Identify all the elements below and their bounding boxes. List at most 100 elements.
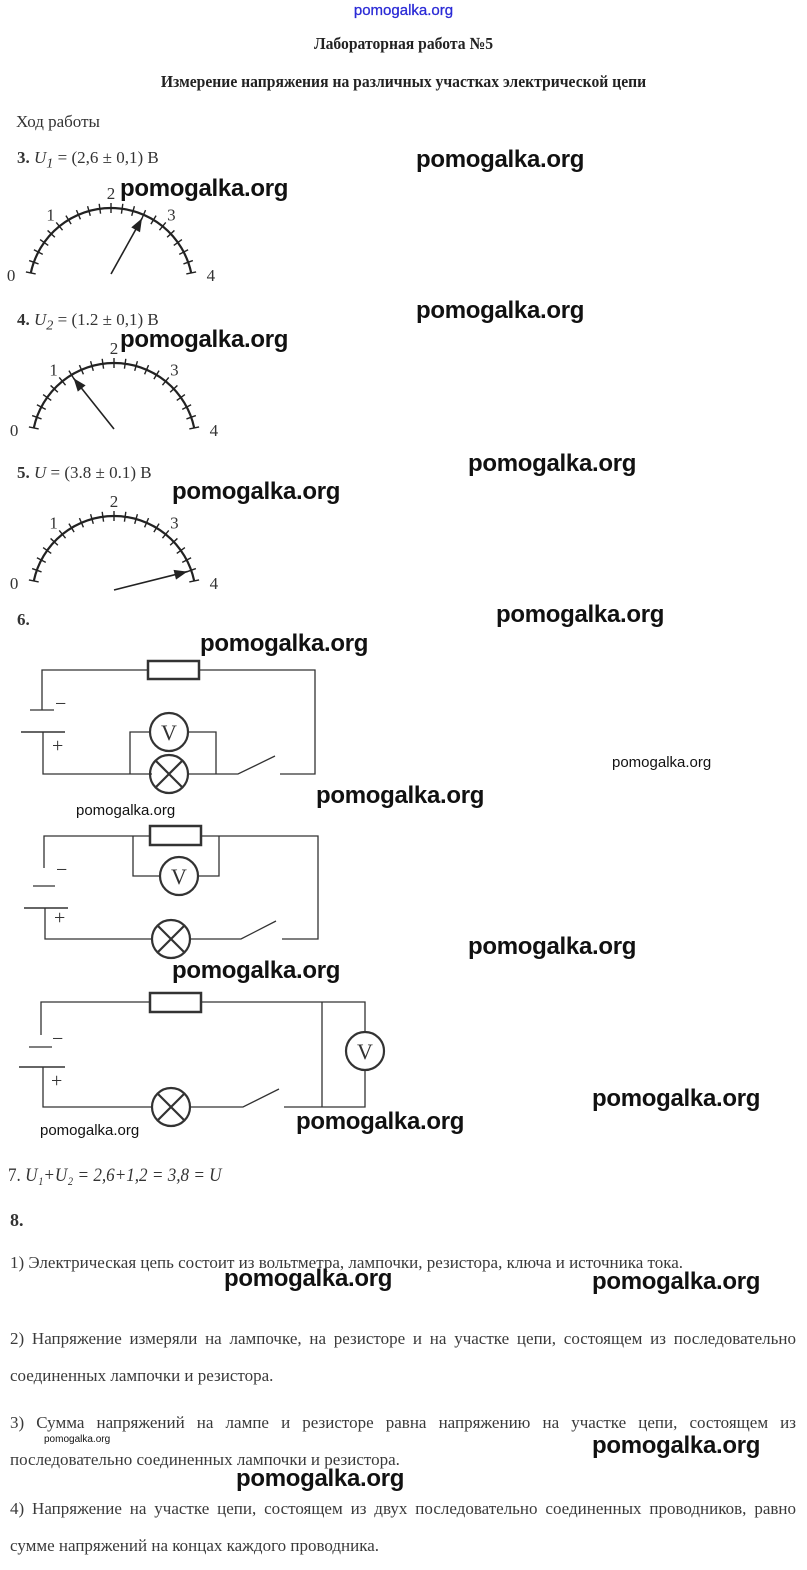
gauge-tick	[42, 394, 52, 401]
measurement-4: 4. U2 = (1.2 ± 0,1) В	[17, 310, 159, 334]
gauge-tick	[176, 547, 186, 554]
gauge-tick	[131, 206, 136, 217]
watermark: pomogalka.org	[44, 1434, 111, 1445]
wire	[41, 669, 148, 710]
gauge-tick	[86, 206, 91, 217]
watermark: pomogalka.org	[496, 601, 665, 628]
plus-label: +	[52, 735, 63, 757]
gauge-tick	[166, 229, 175, 238]
gauge-tick	[134, 514, 139, 525]
gauge-tick	[39, 239, 49, 246]
voltmeter-label: V	[357, 1039, 373, 1064]
gauge-tick	[65, 215, 72, 225]
wire	[201, 1001, 366, 1032]
measurement-5: 5. U = (3.8 ± 0.1) В	[17, 463, 152, 483]
watermark: pomogalka.org	[316, 782, 485, 809]
subscript: 1	[46, 155, 54, 172]
wire	[43, 835, 150, 868]
gauge-tick	[158, 221, 167, 231]
gauge-scale-label: 0	[10, 421, 19, 440]
conclusion-paragraph-2: 2) Напряжение измеряли на лампочке, на р…	[10, 1329, 796, 1385]
switch-symbol	[190, 920, 277, 940]
gauge-scale-label: 4	[210, 421, 219, 440]
value-text: = (3.8 ± 0.1) В	[50, 463, 152, 482]
resistor-symbol	[146, 659, 201, 681]
gauge-scale-label: 2	[107, 184, 116, 203]
section-6-number: 6.	[17, 610, 30, 629]
gauge-tick	[169, 537, 178, 546]
wire	[199, 669, 316, 775]
gauge-tick	[186, 414, 197, 420]
gauge-scale-label: 2	[110, 339, 119, 358]
gauge-tick	[36, 404, 47, 410]
conclusion-paragraph-3: 3) Сумма напряжений на лампе и резисторе…	[10, 1413, 796, 1469]
gauge-tick	[28, 426, 39, 430]
circuit-diagram-3: − + V	[19, 991, 386, 1128]
watermark: pomogalka.org	[296, 1108, 465, 1135]
gauge-tick	[50, 384, 59, 393]
watermark: pomogalka.org	[592, 1432, 761, 1459]
gauge-tick	[178, 249, 189, 255]
conclusion-paragraph-4: 4) Напряжение на участке цепи, состоящем…	[10, 1499, 796, 1555]
gauge-tick	[143, 364, 150, 375]
watermark: pomogalka.org	[468, 933, 637, 960]
gauge-tick	[140, 209, 147, 220]
procedure-label: Ход работы	[16, 112, 100, 131]
gauge-tick	[120, 203, 124, 214]
gauge-tick	[50, 537, 59, 546]
gauge-scale-label: 3	[167, 205, 176, 224]
watermark: pomogalka.org	[592, 1268, 761, 1295]
gauge-tick	[161, 529, 170, 539]
site-link[interactable]: pomogalka.org	[353, 2, 454, 19]
gauge-tick	[33, 249, 44, 255]
gauge-scale-label: 2	[110, 492, 119, 511]
gauge-tick	[123, 511, 127, 522]
gauge-scale-label: 3	[170, 360, 179, 379]
wire	[201, 835, 319, 940]
conclusion-paragraph-1: 1) Электрическая цепь состоит из вольтме…	[10, 1253, 684, 1272]
wire	[284, 1070, 366, 1108]
gauge-scale-label: 1	[49, 513, 58, 532]
minus-label: −	[52, 1028, 63, 1050]
gauge-tick	[101, 358, 105, 369]
watermark: pomogalka.org	[224, 1265, 393, 1292]
item-number: 5.	[17, 463, 30, 482]
watermark: pomogalka.org	[592, 1085, 761, 1112]
voltmeter-symbol	[148, 711, 190, 753]
gauge-scale-label: 3	[170, 513, 179, 532]
gauge-tick	[189, 579, 200, 583]
symbol: U	[34, 148, 47, 167]
plus-label: +	[54, 907, 65, 929]
value-text: = (1.2 ± 0,1) В	[57, 310, 159, 329]
symbol: U	[34, 463, 47, 482]
gauge-tick	[161, 376, 170, 386]
gauge-tick	[134, 361, 139, 372]
gauge-tick	[173, 239, 183, 246]
gauge-scale-label: 1	[46, 205, 55, 224]
gauge-tick	[101, 511, 105, 522]
wire	[40, 1001, 150, 1035]
gauge-tick	[181, 404, 192, 410]
gauge-tick	[68, 523, 75, 533]
gauge-tick	[36, 557, 47, 563]
symbol: U	[34, 310, 47, 329]
minus-label: −	[56, 859, 67, 881]
gauge-scale-label: 0	[7, 266, 16, 285]
gauge-tick	[28, 259, 39, 265]
gauge-tick	[58, 529, 67, 539]
wire	[188, 731, 217, 774]
measurement-3: 3. U1 = (2,6 ± 0,1) В	[17, 148, 159, 172]
gauge-tick	[25, 271, 36, 275]
watermark: pomogalka.org	[120, 326, 289, 353]
watermark: pomogalka.org	[172, 478, 341, 505]
wire	[42, 732, 152, 775]
gauge-tick	[78, 364, 85, 375]
page-title: Лабораторная работа №5	[313, 34, 494, 53]
gauge-tick	[55, 221, 64, 231]
wire	[44, 908, 152, 940]
item-number: 3.	[17, 148, 30, 167]
gauge-tick	[89, 361, 94, 372]
gauge-tick	[68, 370, 75, 380]
